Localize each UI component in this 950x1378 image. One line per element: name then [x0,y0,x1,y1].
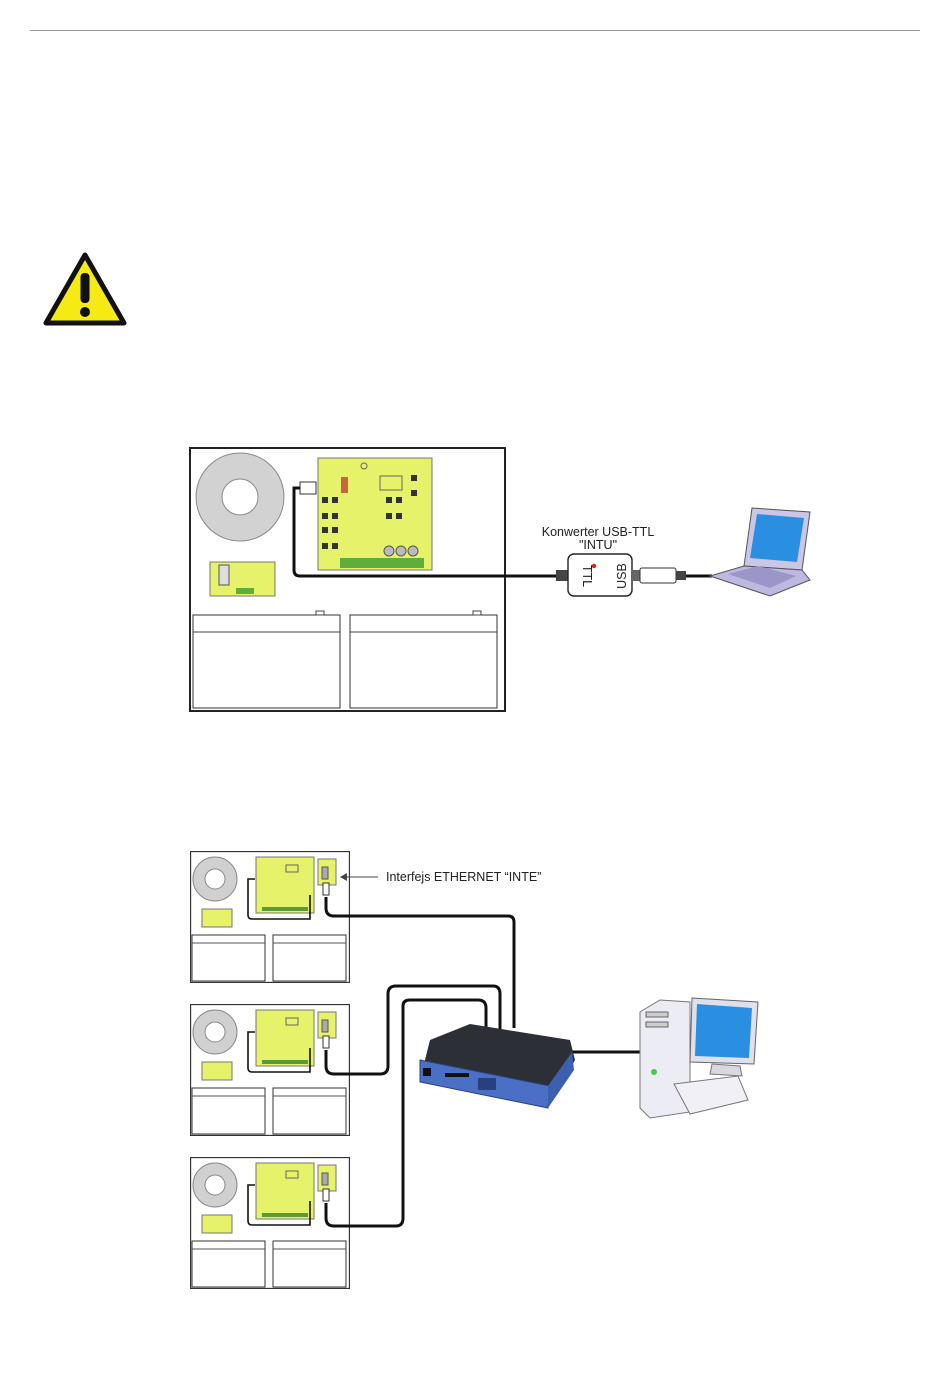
main-pcb [317,457,433,571]
header-rule [30,30,920,31]
ttl-cable [292,486,556,578]
ethernet-diagram: Interfejs ETHERNET “INTE” [191,852,759,1289]
laptop-icon [708,507,811,597]
batteries [192,610,498,709]
warning-triangle-icon [43,252,127,326]
small-pcb [209,561,276,597]
ethernet-cables [324,897,642,1228]
usb-ttl-converter: TTL USB [567,553,633,597]
ethernet-interface-label: Interfejs ETHERNET “INTE” [386,870,541,884]
psu-enclosure-1 [191,852,350,983]
router-icon [419,1024,575,1109]
usb-diagram: TTL USB Konwerter USB-TTL "INTU" [189,447,811,712]
ttl-plug [299,481,317,495]
port-usb-label: USB [615,563,629,589]
desktop-computer-icon [639,997,759,1119]
converter-label: Konwerter USB-TTL [542,525,655,539]
port-ttl-label: TTL [580,565,594,587]
converter-name: "INTU" [579,538,617,552]
